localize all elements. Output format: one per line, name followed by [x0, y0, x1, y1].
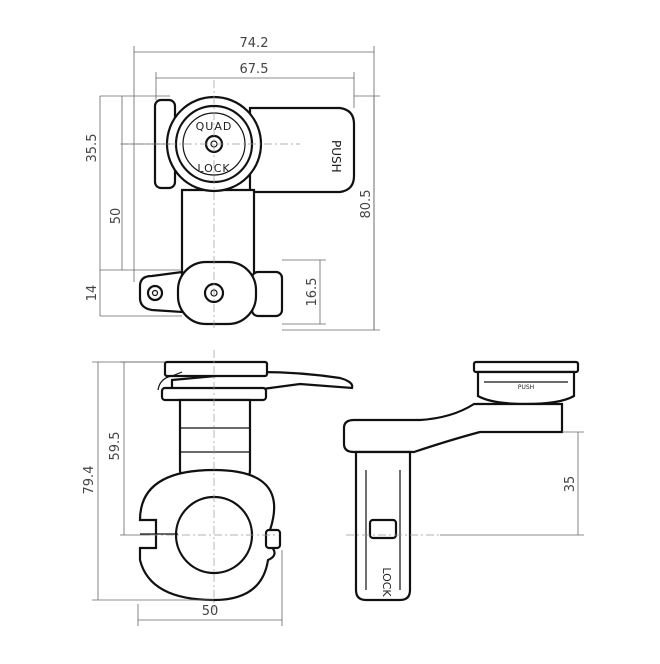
- dim-front-width: 50: [202, 604, 219, 619]
- side-arm: [342, 402, 564, 454]
- dim-front-height-overall: 79.4: [82, 466, 97, 495]
- dim-side-height: 35: [563, 476, 578, 493]
- side-clamp-latch: [368, 518, 398, 540]
- side-mount-plate: [472, 360, 580, 374]
- front-mount-plate: [163, 360, 269, 378]
- dim-top-height-overall: 80.5: [359, 190, 374, 219]
- side-lever-label: PUSH: [518, 384, 534, 391]
- top-view: PUSH QUAD LOCK 74.2 67.5: [85, 36, 380, 331]
- dim-top-width-inner: 67.5: [240, 62, 269, 77]
- dim-top-height-mount: 35.5: [85, 134, 100, 163]
- side-clamp-label: LOCK: [380, 567, 393, 597]
- dim-front-height-mid: 59.5: [108, 432, 123, 461]
- dim-top-height-clamp: 14: [85, 285, 100, 302]
- front-clamp-bolt: [264, 528, 282, 550]
- dim-top-height-side: 16.5: [305, 278, 320, 307]
- brand-quad: QUAD: [196, 120, 233, 133]
- brand-lock: LOCK: [197, 162, 230, 175]
- release-lever: [248, 106, 356, 194]
- dim-top-width-overall: 74.2: [240, 36, 269, 51]
- side-view: PUSH LOCK 35: [342, 360, 584, 602]
- front-view: 79.4 59.5 50: [82, 350, 354, 626]
- dim-top-height-arm: 50: [109, 208, 124, 225]
- clamp-bolt: [146, 284, 164, 302]
- lever-label: PUSH: [329, 140, 343, 173]
